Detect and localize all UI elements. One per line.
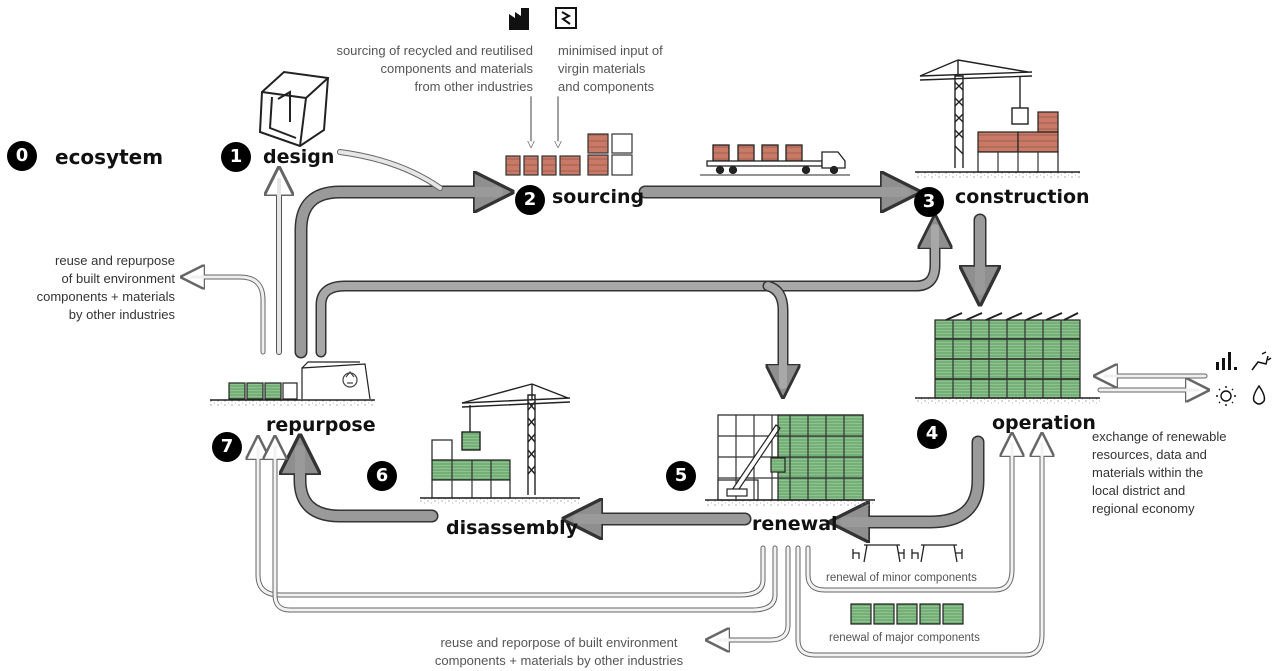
sourcing-materials-sketch <box>505 133 633 176</box>
truck-sketch <box>700 144 850 176</box>
disassembly-ground <box>420 498 580 504</box>
raw-material-icon <box>555 7 577 29</box>
stage-label-construction: construction <box>955 186 1090 208</box>
renewal-building <box>717 414 864 501</box>
repurpose-sketch <box>228 361 371 400</box>
sun-icon <box>1216 386 1236 406</box>
operation-ground <box>915 398 1100 404</box>
note-recycled-sourcing: sourcing of recycled and reutilised comp… <box>336 43 533 94</box>
stage-label-sourcing: sourcing <box>552 186 645 208</box>
construction-crane-sketch <box>919 59 1033 168</box>
stage-number-4: 4 <box>917 419 947 449</box>
note-major-renewal: renewal of major components <box>829 632 980 644</box>
plug-icon <box>1251 351 1272 371</box>
stage-number-2: 2 <box>515 185 545 215</box>
factory-icon <box>509 8 529 30</box>
stage-label-operation: operation <box>992 412 1096 434</box>
note-reuse-bottom: reuse and reporpose of built environment… <box>434 635 684 668</box>
arrow-repurpose-to-sourcing <box>294 192 498 359</box>
disassembly-building <box>431 439 511 499</box>
stage-number-7: 7 <box>212 432 242 462</box>
stage-label-repurpose: repurpose <box>266 414 376 436</box>
arrow-branch-to-renewal <box>762 280 783 385</box>
minor-components-sketch <box>852 544 963 563</box>
recycle-icon <box>342 371 358 388</box>
stage-label-design: design <box>263 146 335 168</box>
disassembly-crane-sketch <box>461 383 571 495</box>
arrow-disassembly-to-repurpose <box>300 450 439 523</box>
arrow-operation-to-renewal <box>845 435 985 522</box>
note-minor-renewal: renewal of minor components <box>826 572 977 584</box>
renewal-ground <box>705 500 875 506</box>
arrow-repurpose-to-construction <box>315 228 935 358</box>
stage-number-1: 1 <box>221 142 251 172</box>
water-drop-icon <box>1252 384 1266 405</box>
main-flow-arrows <box>300 192 980 522</box>
stage-label-disassembly: disassembly <box>446 517 579 539</box>
stage-number-5: 5 <box>666 461 696 491</box>
minor-flow-arrows <box>190 96 1205 658</box>
major-components-sketch <box>850 603 964 625</box>
repurpose-ground <box>210 400 375 406</box>
design-cube-sketch <box>258 70 330 148</box>
note-minimised-input: minimised input of virgin materials and … <box>558 43 663 94</box>
arrow-repurpose-to-other-industries <box>190 277 266 355</box>
stage-number-6: 6 <box>367 461 397 491</box>
construction-building <box>977 111 1059 173</box>
stage-number-3: 3 <box>914 187 944 217</box>
bar-chart-icon <box>1216 352 1237 370</box>
stage-number-0: 0 <box>7 141 37 171</box>
arrow-design-to-sourcing <box>337 149 443 191</box>
stage-label-renewal: renewal <box>752 513 838 535</box>
note-reuse-left: reuse and repurpose of built environment… <box>36 253 175 322</box>
construction-ground <box>915 172 1080 178</box>
note-exchange: exchange of renewable resources, data an… <box>1092 429 1227 516</box>
stage-label-ecosystem: ecosytem <box>55 145 164 169</box>
operation-building <box>934 312 1081 399</box>
